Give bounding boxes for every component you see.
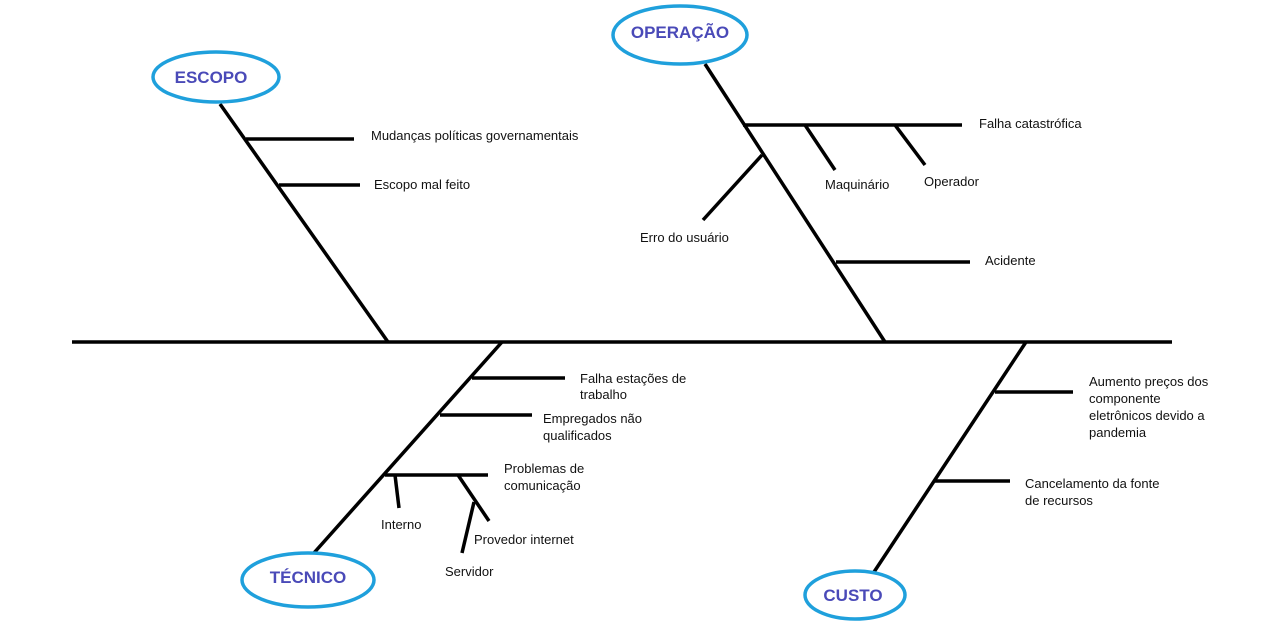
- cause-problemas-line1: Problemas de: [504, 461, 584, 476]
- category-custo: CUSTO: [803, 569, 907, 621]
- maquinario-branch: [803, 124, 837, 171]
- tecnico-ellipse: [240, 551, 376, 609]
- cause-interno: Interno: [381, 517, 421, 532]
- cause-aumento-precos: Aumento preços dos componente eletrônico…: [1089, 374, 1212, 440]
- category-tecnico: TÉCNICO: [240, 551, 376, 609]
- cause-falha-estacoes-line1: Falha estações de: [580, 371, 686, 386]
- custo-bone: [872, 341, 1028, 573]
- cause-aumento-line2: componente: [1089, 391, 1161, 406]
- custo-ellipse: [803, 569, 907, 621]
- cause-aumento-line1: Aumento preços dos: [1089, 374, 1209, 389]
- cause-operador: Operador: [924, 174, 980, 189]
- cause-problemas-line2: comunicação: [504, 478, 581, 493]
- operacao-bone: [703, 63, 887, 343]
- cause-empregados: Empregados não qualificados: [543, 411, 646, 443]
- tecnico-label: TÉCNICO: [270, 568, 347, 587]
- cause-servidor: Servidor: [445, 564, 494, 579]
- operacao-label: OPERAÇÃO: [631, 22, 729, 42]
- escopo-bone: [218, 102, 390, 344]
- interno-branch: [393, 474, 401, 509]
- escopo-label: ESCOPO: [175, 68, 248, 87]
- cause-aumento-line4: pandemia: [1089, 425, 1147, 440]
- tecnico-bone: [311, 340, 504, 556]
- escopo-ellipse: [151, 50, 281, 104]
- erro-usuario-branch: [701, 153, 764, 222]
- operacao-ellipse: [611, 4, 749, 66]
- cause-falha-catastrofica: Falha catastrófica: [979, 116, 1082, 131]
- servidor-branch: [460, 501, 476, 554]
- cause-empregados-line1: Empregados não: [543, 411, 642, 426]
- cause-maquinario: Maquinário: [825, 177, 889, 192]
- cause-erro-usuario: Erro do usuário: [640, 230, 729, 245]
- cause-cancelamento: Cancelamento da fonte de recursos: [1025, 476, 1163, 508]
- category-escopo: ESCOPO: [151, 50, 281, 104]
- cause-mudancas: Mudanças políticas governamentais: [371, 128, 579, 143]
- cause-cancelamento-line2: de recursos: [1025, 493, 1093, 508]
- cause-acidente: Acidente: [985, 253, 1036, 268]
- cause-escopo-mal-feito: Escopo mal feito: [374, 177, 470, 192]
- category-operacao: OPERAÇÃO: [611, 4, 749, 66]
- operador-branch: [893, 123, 927, 167]
- provedor-branch: [456, 474, 491, 522]
- cause-aumento-line3: eletrônicos devido a: [1089, 408, 1205, 423]
- cause-falha-estacoes-line2: trabalho: [580, 387, 627, 402]
- cause-empregados-line2: qualificados: [543, 428, 612, 443]
- cause-falha-estacoes: Falha estações de trabalho: [580, 371, 690, 402]
- cause-cancelamento-line1: Cancelamento da fonte: [1025, 476, 1159, 491]
- cause-problemas-comunicacao: Problemas de comunicação: [504, 461, 588, 493]
- custo-label: CUSTO: [823, 586, 882, 605]
- cause-provedor-internet: Provedor internet: [474, 532, 574, 547]
